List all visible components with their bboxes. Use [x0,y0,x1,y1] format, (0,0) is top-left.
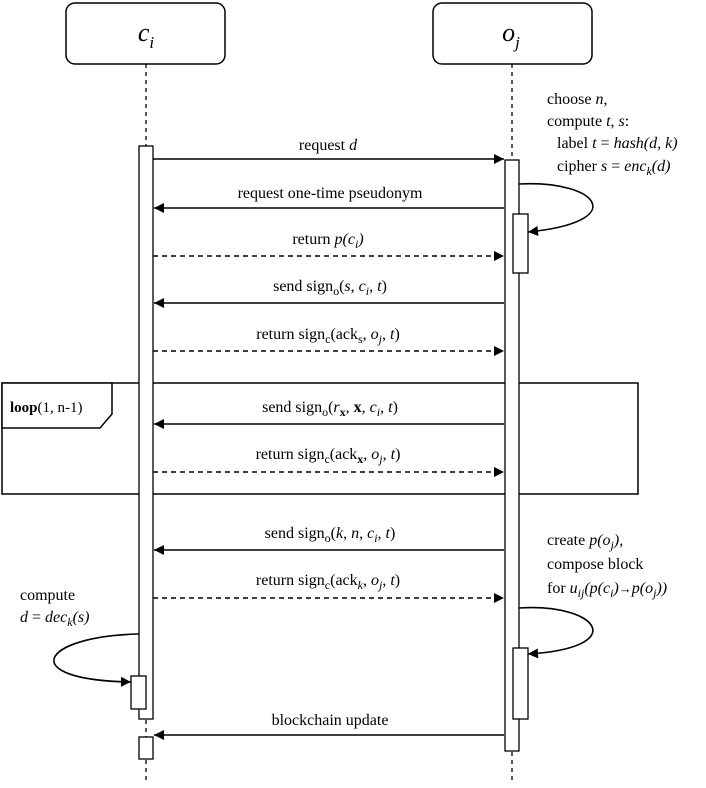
participant-owner-name: o [502,18,515,47]
message-request-d: request d [153,137,504,164]
note-owner-block: create p(oj), compose block for uij(p(ci… [547,532,667,600]
activation-client-compute [130,675,147,710]
message-return-ack-x: return signc(ackx, oj, t) [153,446,504,477]
message-blockchain-update: blockchain update [154,712,504,740]
message-return-pseudonym: return p(ci) [153,231,504,261]
svg-text:return p(ci): return p(ci) [292,231,363,251]
svg-text:request d: request d [299,137,358,154]
activation-owner-prepare [512,213,529,274]
svg-text:choose n,: choose n, [547,91,607,108]
message-send-sign-k: send signo(k, n, ci, t) [154,525,504,555]
participant-owner: oj [432,2,593,65]
loop-frame: loop(1, n-1) [1,382,639,495]
self-call-owner-prepare [518,182,594,236]
note-client-compute: compute d = deck(s) [20,587,89,629]
message-request-pseudonym: request one-time pseudonym [154,185,504,213]
svg-text:create p(oj),: create p(oj), [547,532,623,552]
message-blockchain-update-label: blockchain update [272,712,389,729]
svg-text:oj: oj [502,18,520,52]
svg-text:cipher s = enck(d): cipher s = enck(d) [557,158,670,178]
message-send-sign-s: send signo(s, ci, t) [154,278,504,308]
message-return-ack-k: return signc(ackk, oj, t) [153,572,504,603]
svg-text:return signc(ackk, oj, t): return signc(ackk, oj, t) [256,572,400,592]
svg-text:compose block: compose block [547,556,643,573]
participant-client-sub: i [149,33,154,52]
svg-text:send signo(s, ci, t): send signo(s, ci, t) [273,278,387,298]
message-return-ack-s: return signc(acks, oj, t) [153,326,504,356]
note-owner-prepare: choose n, compute t, s: label t = hash(d… [547,91,678,178]
note-client-compute-line1: compute [20,587,75,604]
activation-owner-block [512,647,529,720]
svg-text:return signc(ackx, oj, t): return signc(ackx, oj, t) [256,446,401,466]
svg-text:ci: ci [138,18,155,52]
svg-text:return signc(acks, oj, t): return signc(acks, oj, t) [256,326,400,346]
svg-text:d = deck(s): d = deck(s) [20,609,89,629]
message-send-sign-rx: send signo(rx, x, ci, t) [154,399,504,429]
activation-client-update [138,736,154,760]
participant-owner-sub: j [513,33,520,52]
activation-client-main [138,145,154,720]
participant-client-name: c [138,18,150,47]
message-request-pseudonym-label: request one-time pseudonym [238,185,423,202]
svg-text:compute t, s:: compute t, s: [547,113,629,130]
self-call-client-compute [53,633,140,687]
loop-keyword: loop [10,400,38,416]
loop-args: (1, n-1) [38,400,83,416]
svg-text:for uij(p(ci)→p(oj)): for uij(p(ci)→p(oj)) [547,580,667,600]
svg-text:send signo(rx, x, ci, t): send signo(rx, x, ci, t) [262,399,398,419]
activation-owner-main [504,159,520,752]
svg-text:send signo(k, n, ci, t): send signo(k, n, ci, t) [265,525,396,545]
svg-text:label t = hash(d, k): label t = hash(d, k) [557,135,678,152]
participant-client: ci [65,2,226,65]
svg-text:loop(1, n-1): loop(1, n-1) [10,400,83,416]
self-call-owner-block [518,606,594,659]
